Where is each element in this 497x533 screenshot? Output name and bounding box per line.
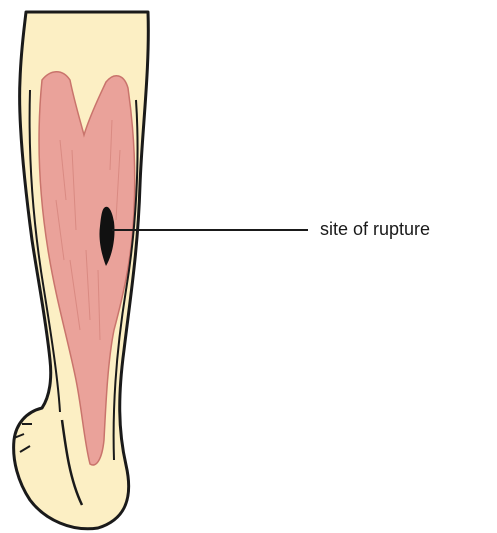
rupture-label: site of rupture bbox=[320, 219, 430, 240]
